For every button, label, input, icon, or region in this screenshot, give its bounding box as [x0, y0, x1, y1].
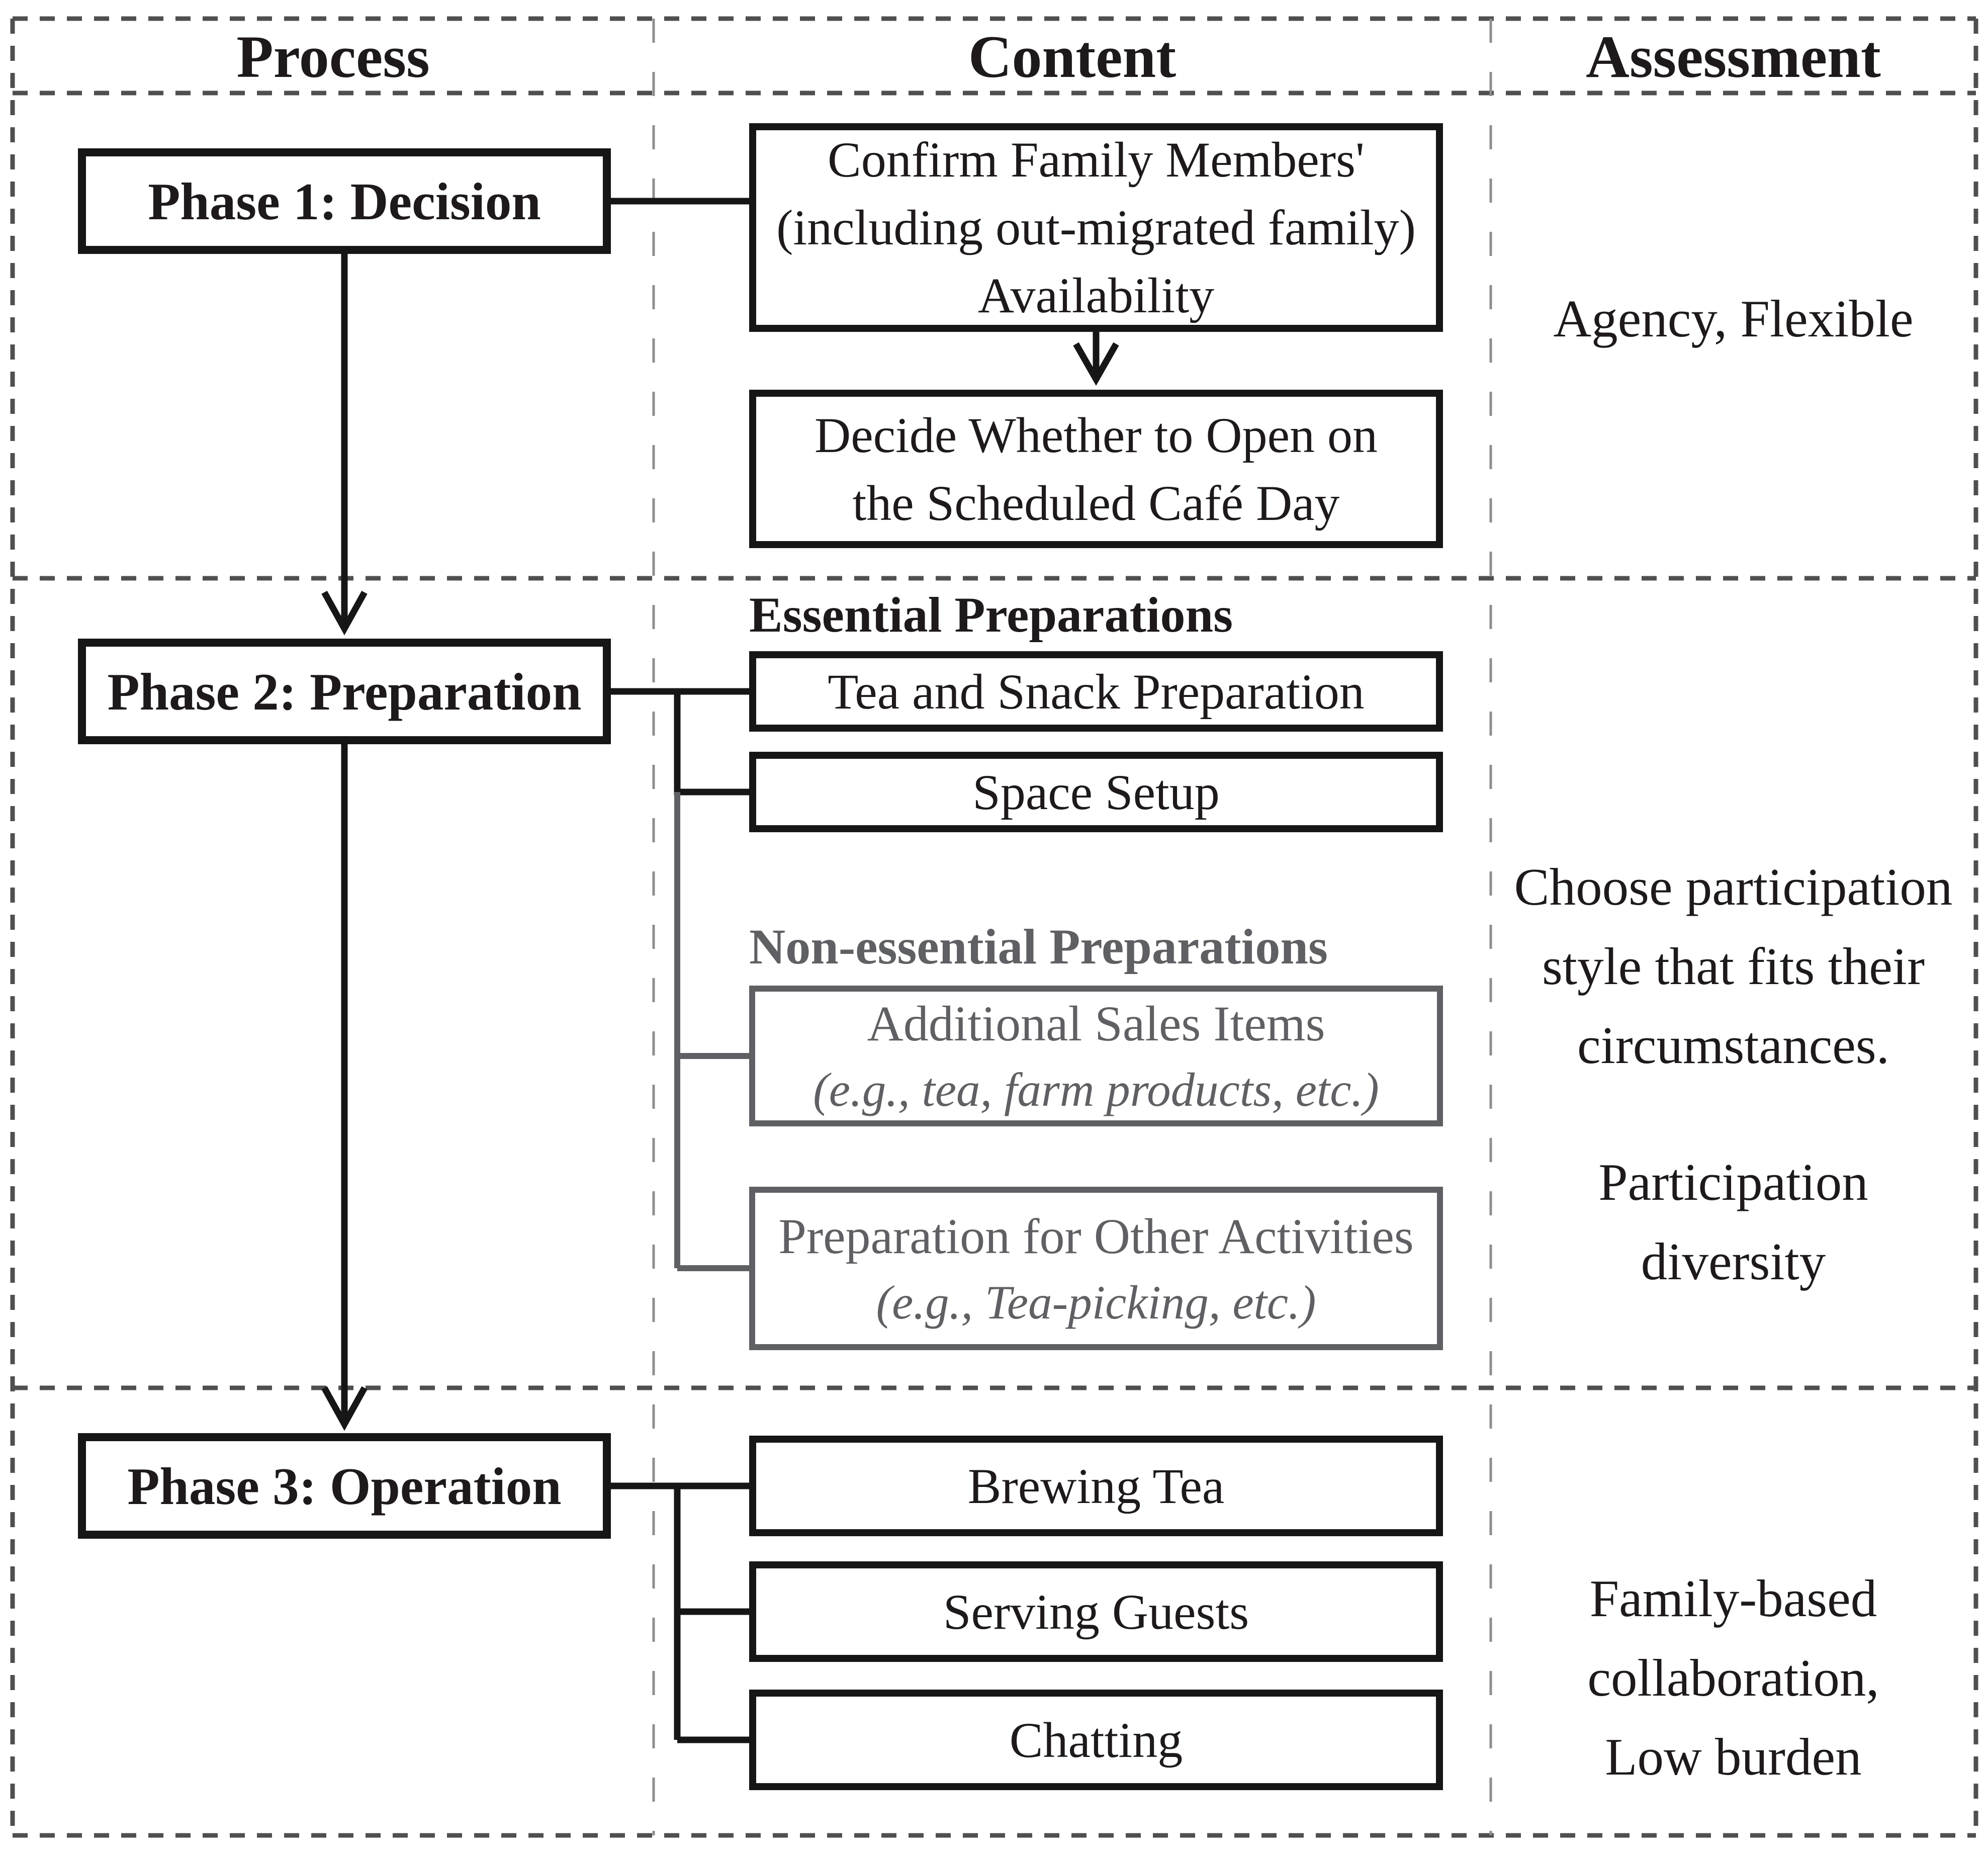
assessment-phase3-line-3: Low burden	[1605, 1727, 1862, 1786]
serving-guests-box: Serving Guests	[749, 1561, 1443, 1662]
additional-sales-line-1: Additional Sales Items	[867, 996, 1325, 1052]
phase3-connectors	[611, 1482, 749, 1743]
assessment-phase3-line-1: Family-based	[1589, 1569, 1877, 1628]
other-activities-line-2: (e.g., Tea-picking, etc.)	[876, 1275, 1316, 1329]
assessment-phase2-diversity: Participation diversity	[1598, 1153, 1868, 1291]
assessment-phase3-line-2: collaboration,	[1587, 1648, 1879, 1707]
decide-line-2: the Scheduled Café Day	[852, 475, 1340, 531]
tea-snack-box: Tea and Snack Preparation	[749, 651, 1443, 732]
decide-open-box: Decide Whether to Open on the Scheduled …	[749, 390, 1443, 548]
dashed-frame	[10, 16, 1978, 1838]
phase1-connectors	[321, 198, 1119, 636]
arrow-confirm-to-decide	[1073, 342, 1119, 386]
arrow-to-phase2	[321, 590, 368, 636]
phase2-box: Phase 2: Preparation	[78, 639, 611, 744]
confirm-availability-box: Confirm Family Members' (including out-m…	[749, 123, 1443, 332]
assessment-choose-line-1: Choose participation	[1514, 857, 1953, 916]
confirm-line-3: Availability	[977, 268, 1215, 323]
phase2-connectors	[321, 688, 749, 1431]
column-header-process: Process	[236, 23, 430, 90]
assessment-choose-line-2: style that fits their	[1542, 936, 1925, 996]
arrow-to-phase3	[321, 1386, 368, 1431]
decide-line-1: Decide Whether to Open on	[815, 407, 1378, 463]
assessment-choose-line-3: circumstances.	[1577, 1016, 1889, 1075]
other-activities-box: Preparation for Other Activities (e.g., …	[749, 1187, 1443, 1350]
chatting-box: Chatting	[749, 1690, 1443, 1790]
additional-sales-box: Additional Sales Items (e.g., tea, farm …	[749, 986, 1443, 1126]
additional-sales-line-2: (e.g., tea, farm products, etc.)	[813, 1063, 1379, 1117]
other-activities-line-1: Preparation for Other Activities	[778, 1208, 1414, 1264]
assessment-phase2-choose: Choose participation style that fits the…	[1501, 847, 1966, 1085]
brewing-tea-box: Brewing Tea	[749, 1436, 1443, 1536]
non-essential-preparations-label: Non-essential Preparations	[749, 919, 1328, 975]
confirm-line-2: (including out-migrated family)	[776, 200, 1416, 255]
assessment-phase1: Agency, Flexible	[1553, 289, 1914, 348]
column-header-assessment: Assessment	[1586, 23, 1881, 90]
assessment-phase3: Family-based collaboration, Low burden	[1501, 1559, 1966, 1797]
space-setup-box: Space Setup	[749, 752, 1443, 832]
essential-preparations-label: Essential Preparations	[749, 587, 1233, 643]
phase1-box: Phase 1: Decision	[78, 148, 611, 254]
column-header-content: Content	[968, 23, 1177, 90]
phase3-box: Phase 3: Operation	[78, 1433, 611, 1539]
column-dividers	[652, 19, 1492, 1835]
confirm-line-1: Confirm Family Members'	[828, 132, 1365, 188]
